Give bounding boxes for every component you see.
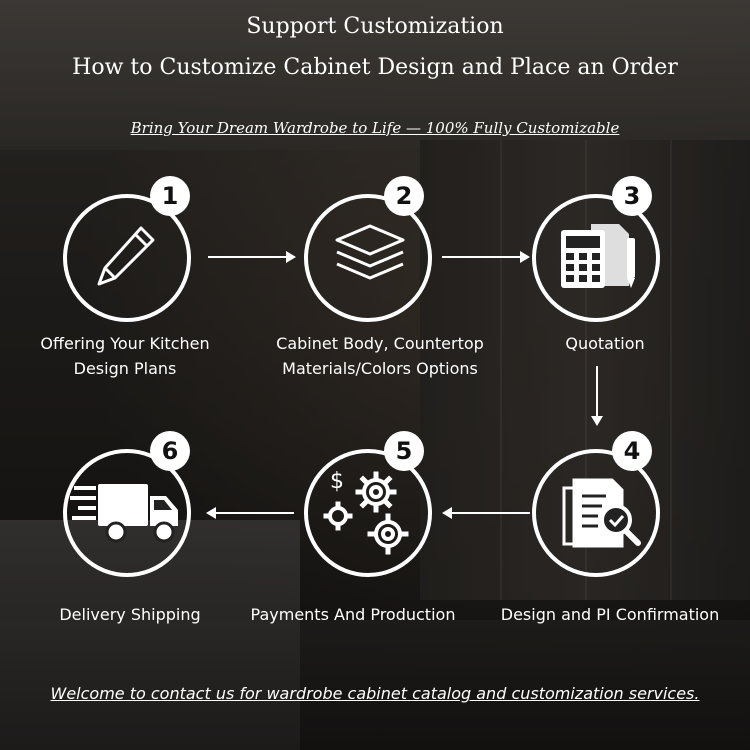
layers-icon	[335, 224, 405, 280]
step-6-label: Delivery Shipping	[59, 605, 201, 624]
step-6-number: 6	[150, 431, 190, 471]
step-2-circle	[304, 194, 432, 322]
step-1-number: 1	[150, 176, 190, 216]
ceiling	[0, 0, 750, 150]
calculator-icon	[561, 224, 635, 288]
step-4-label: Design and PI Confirmation	[500, 605, 720, 624]
step-2-label: Cabinet Body, Countertop Materials/Color…	[276, 334, 484, 378]
pencil-icon	[97, 226, 155, 286]
gears-dollar-icon: $	[323, 469, 409, 555]
step-1-circle	[63, 194, 191, 322]
footer-contact-text: Welcome to contact us for wardrobe cabin…	[50, 684, 700, 703]
step-5-label: Payments And Production	[250, 605, 456, 624]
step-5-circle	[304, 449, 432, 577]
step-4-number: 4	[612, 431, 652, 471]
svg-text:$: $	[330, 469, 344, 494]
page-heading: How to Customize Cabinet Design and Plac…	[72, 55, 678, 80]
step-6-circle	[63, 449, 191, 577]
arrow-down	[591, 366, 603, 426]
step-5-number: 5	[384, 431, 424, 471]
document-search-icon	[562, 478, 641, 548]
step-3-circle	[532, 194, 660, 322]
step-2-number: 2	[384, 176, 424, 216]
arrow-right-2	[442, 251, 530, 263]
arrow-left-1	[442, 507, 530, 519]
step-1-label: Offering Your Kitchen Design Plans	[40, 334, 210, 378]
step-3-label: Quotation	[565, 334, 645, 353]
arrow-left-2	[206, 507, 294, 519]
page-subtitle: Bring Your Dream Wardrobe to Life — 100%…	[130, 119, 620, 137]
page-title: Support Customization	[246, 14, 504, 39]
step-4-circle	[532, 449, 660, 577]
step-3-number: 3	[612, 176, 652, 216]
arrow-right-1	[208, 251, 296, 263]
delivery-truck-icon	[70, 484, 178, 543]
